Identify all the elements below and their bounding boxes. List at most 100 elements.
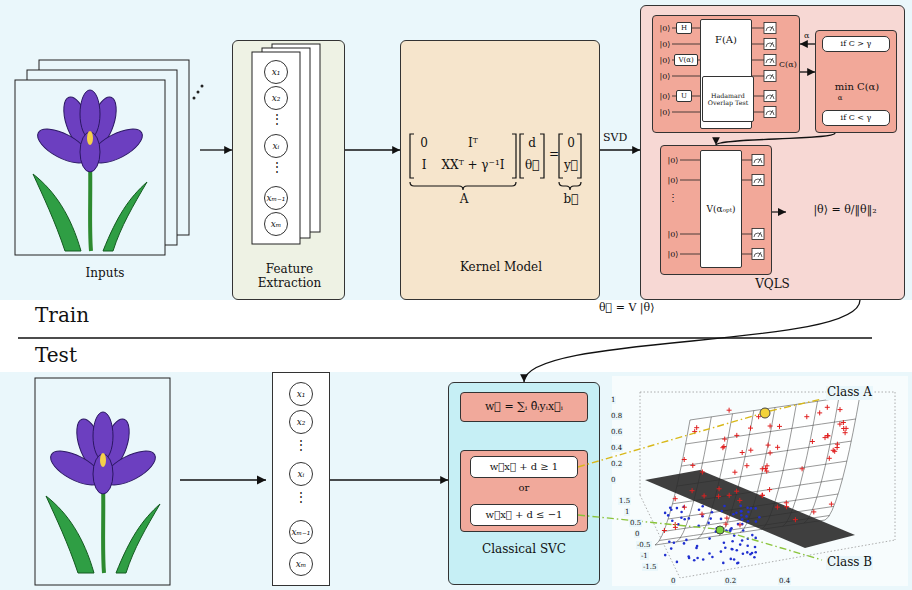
class-label: Class B [826,556,873,570]
circuit-wires [680,180,752,181]
node-text: |0⟩ [663,176,683,185]
class-a-points [748,426,753,431]
class-b-points [746,551,749,554]
connector-arrow [600,149,640,150]
node-text: min C(α) [820,81,894,93]
formula-box: w⃗ = ∑ᵢ θ̂ᵢyᵢx⃗ᵢ [460,392,588,422]
class-a-points [702,493,707,498]
node-text: xᵢ [298,469,305,479]
class-b-points [709,517,712,520]
class-b-points [741,518,744,521]
class-a-points [760,493,765,498]
gate-box: F(A)Hadamard Overlap Test [700,19,752,129]
connector-arrow [524,300,860,382]
node-text: Classical SVC [459,543,589,557]
node-text: |0⟩ [655,56,675,65]
axis-tick: 1.5 [618,497,631,505]
edge-label: C(α) [778,60,798,69]
node-text: |0⟩ [655,108,675,117]
input-cards [15,60,204,255]
measurement-symbols [752,175,764,186]
circuit-wires [672,28,764,29]
class-a-points [825,433,830,438]
node-text: I [417,159,431,173]
condition-box: if C < γ [822,110,890,126]
node-text: xₘ [271,219,282,229]
input-cards [197,91,200,94]
node-text: d [525,137,539,151]
axis-tick: 0.2 [724,577,737,585]
feature-circle: xᵢ [289,462,313,486]
class-a-points [835,445,840,450]
class-b-points [740,510,743,513]
plot [612,376,908,586]
measurement-symbols [754,232,762,237]
decision-box: orw⃗x⃗ + d ≥ 1w⃗x⃗ + d ≤ −1 [460,450,588,532]
condition-box: if C > γ [822,36,890,52]
kernel-model-box: 0IᵀIXXᵀ + γ⁻¹IAdθ⃗=0y⃗b⃗Kernel Model [400,40,600,300]
node-text: ⋮ [265,113,289,127]
class-a-points [837,422,842,427]
class-b-points [711,556,714,559]
class-b-points [664,504,761,564]
class-a-points [673,496,678,501]
node-text: x₁ [272,67,281,77]
class-b-points [739,504,742,507]
class-a-points [744,463,749,468]
node-text: w⃗ = ∑ᵢ θ̂ᵢyᵢx⃗ᵢ [485,401,563,414]
class-b-points [698,509,701,512]
measurement-symbols [754,178,762,183]
measurement-symbols [764,71,776,82]
class-b-points [680,511,683,514]
class-b-points [747,520,750,523]
class-a-points [720,445,725,450]
class-a-points [843,430,848,435]
class-b-points [751,534,754,537]
class-b-points [735,511,738,514]
feature-circle: x₁ [289,382,313,406]
class-a-points [793,517,798,522]
node-text: = [549,148,559,162]
circuit-wires [672,28,764,254]
class-b-points [711,511,714,514]
class-a-points [775,505,780,510]
class-b-points [749,553,752,556]
flow-arrow [180,479,266,480]
node-text: |0⟩ [655,92,675,101]
class-b-points [707,522,710,525]
measurement-symbols [766,94,774,99]
circuit-wires [672,60,764,61]
class-b-points [723,505,726,508]
class-b-points [670,547,673,550]
class-a-points [727,408,732,413]
measurement-symbols [764,107,776,118]
class-b-points [737,561,740,564]
class-a-points [673,525,678,530]
connector-arrow [800,43,815,44]
support-point [760,408,770,418]
class-b-points [664,554,667,557]
class-b-points [740,514,743,517]
class-b-points [732,513,735,516]
matrix-brackets [559,182,581,190]
section-title: Test [34,344,78,367]
test-image [35,378,170,585]
class-a-points [738,522,743,527]
feature-circle: xᵢ [264,134,288,158]
feature-circle: x₁ [264,60,288,84]
class-a-points [721,444,726,449]
class-b-points [701,505,704,508]
class-a-points [825,405,830,410]
node-text: x₂ [272,93,281,103]
separator-line [18,337,872,339]
node-text: x₂ [297,417,306,427]
feature-cards [252,52,300,244]
input-cards [201,85,204,88]
surface-mesh [686,419,856,444]
feature-circle: xₘ₋₁ [264,186,288,210]
class-b-points [753,556,756,559]
feature-circle: xₘ [264,212,288,236]
class-b-points [720,518,723,521]
